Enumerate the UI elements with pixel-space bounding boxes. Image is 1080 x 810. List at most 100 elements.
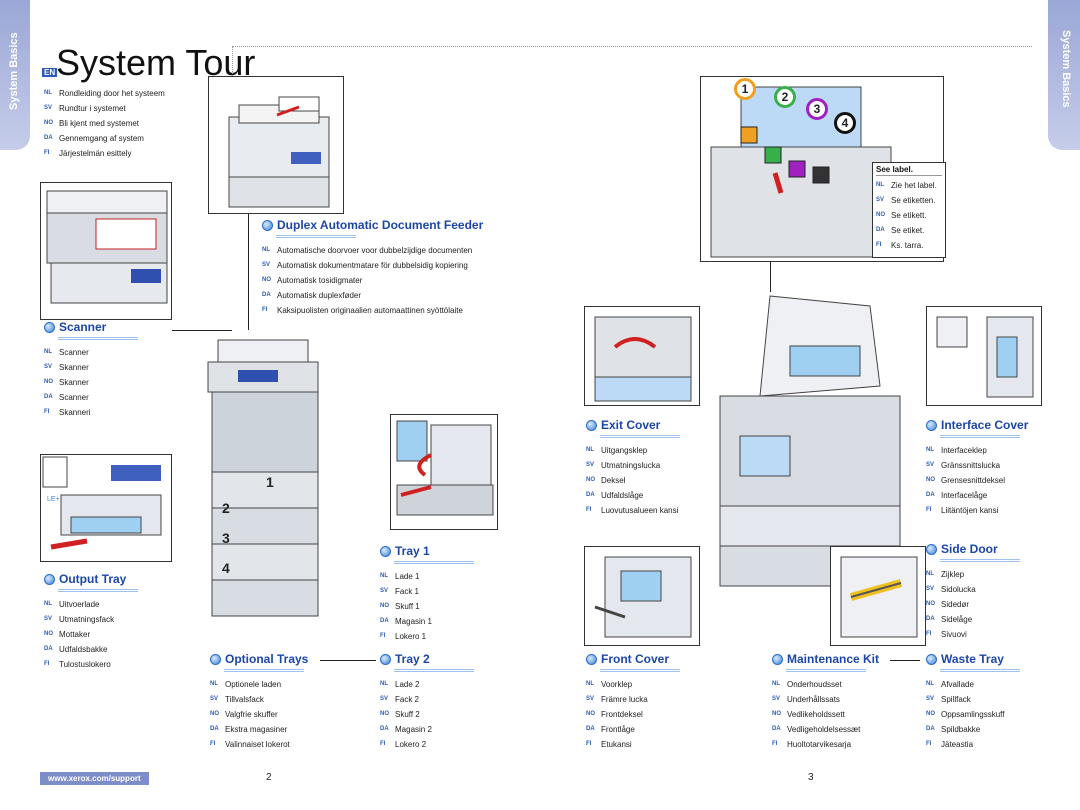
lang-code: NL bbox=[44, 90, 52, 96]
lang-code: DA bbox=[586, 492, 595, 498]
lang-text: Sidedør bbox=[941, 600, 970, 609]
lang-text: Automatisk duplexføder bbox=[277, 291, 362, 300]
lang-code: NO bbox=[876, 212, 885, 218]
lang-code: FI bbox=[926, 507, 932, 513]
ink-number-3: 3 bbox=[806, 98, 828, 120]
lang-text: Etukansi bbox=[601, 740, 632, 749]
lang-text: Skanneri bbox=[59, 408, 91, 417]
lang-text: Främre lucka bbox=[601, 695, 648, 704]
section-underline bbox=[940, 669, 1020, 672]
lang-code: NO bbox=[926, 711, 935, 717]
bullet-icon bbox=[586, 653, 597, 665]
lang-text: Tulostuslokero bbox=[59, 660, 111, 669]
section-underline bbox=[786, 669, 866, 672]
bullet-icon bbox=[210, 653, 221, 665]
lang-code: FI bbox=[210, 741, 216, 747]
lang-text: Scanner bbox=[59, 393, 89, 402]
lang-text: Scanner bbox=[59, 348, 89, 357]
lang-code: SV bbox=[586, 462, 595, 468]
lang-code: FI bbox=[44, 661, 50, 667]
lang-code: FI bbox=[44, 150, 50, 156]
section-underline bbox=[276, 235, 356, 238]
lang-code: NO bbox=[210, 711, 219, 717]
lang-code: SV bbox=[926, 696, 935, 702]
lang-code: SV bbox=[262, 262, 271, 268]
section-title: Duplex Automatic Document Feeder bbox=[277, 218, 484, 232]
lang-row: SV Se etiketten. bbox=[876, 193, 942, 208]
lang-text: Spildbakke bbox=[941, 725, 981, 734]
bullet-icon bbox=[772, 653, 783, 665]
lang-code: DA bbox=[586, 726, 595, 732]
lang-text: Uitvoerlade bbox=[59, 600, 100, 609]
lang-text: Fack 2 bbox=[395, 695, 420, 704]
lang-text: Se etiketten. bbox=[891, 196, 936, 205]
section-underline bbox=[394, 561, 474, 564]
lang-text: Grensesnittdeksel bbox=[941, 476, 1006, 485]
lang-code: NO bbox=[44, 120, 53, 126]
section-title: Maintenance Kit bbox=[787, 652, 880, 666]
lang-code: NL bbox=[380, 681, 388, 687]
title-lang-code: EN bbox=[42, 68, 58, 77]
tray-number-3: 3 bbox=[222, 530, 230, 546]
lang-code: DA bbox=[926, 492, 935, 498]
lang-code: SV bbox=[876, 197, 885, 203]
side-tab-left: System Basics bbox=[0, 0, 30, 150]
lang-code: FI bbox=[380, 741, 386, 747]
lang-code: SV bbox=[926, 586, 935, 592]
lang-code: NL bbox=[44, 349, 52, 355]
lang-code: NL bbox=[772, 681, 780, 687]
support-url[interactable]: www.xerox.com/support bbox=[40, 772, 149, 785]
printer-right-illustration bbox=[700, 286, 910, 626]
lang-code: NL bbox=[926, 447, 934, 453]
lang-text: Lokero 2 bbox=[395, 740, 427, 749]
lang-code: DA bbox=[44, 394, 53, 400]
lang-text: Se etiket. bbox=[891, 226, 925, 235]
lang-text: Automatisk dokumentmatare för dubbelsidi… bbox=[277, 261, 468, 270]
lang-code: SV bbox=[44, 364, 53, 370]
scanner-illustration bbox=[40, 182, 172, 320]
title-rule bbox=[232, 46, 1032, 47]
lang-code: SV bbox=[772, 696, 781, 702]
lang-text: Tillvalsfack bbox=[225, 695, 264, 704]
lang-text: Frontlåge bbox=[601, 725, 635, 734]
lang-text: Gränssnittslucka bbox=[941, 461, 1001, 470]
bullet-icon bbox=[380, 653, 391, 665]
lang-code: FI bbox=[262, 307, 268, 313]
lang-code: FI bbox=[772, 741, 778, 747]
lang-code: SV bbox=[380, 696, 389, 702]
lang-text: Jäteastia bbox=[941, 740, 974, 749]
side-tab-right: System Basics bbox=[1048, 0, 1080, 150]
lang-code: NL bbox=[210, 681, 218, 687]
lang-code: NL bbox=[926, 571, 934, 577]
bullet-icon bbox=[926, 543, 937, 555]
side-door-illustration bbox=[830, 546, 926, 646]
lang-code: NL bbox=[926, 681, 934, 687]
lang-text: Sidelåge bbox=[941, 615, 973, 624]
lang-text: Bli kjent med systemet bbox=[59, 119, 140, 128]
connector-line bbox=[172, 330, 232, 331]
lang-row: DA Scanner bbox=[44, 390, 138, 405]
